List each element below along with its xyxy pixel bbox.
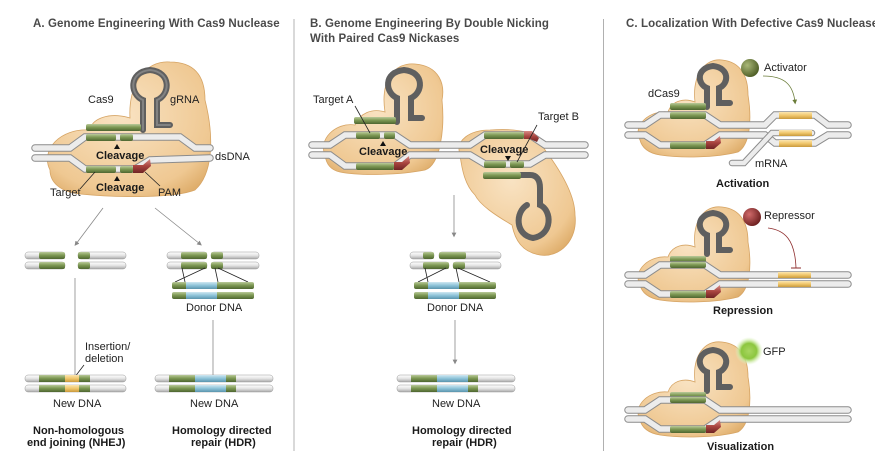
panel-b: B. Genome Engineering By Double Nicking …	[308, 18, 589, 449]
visualization-caption: Visualization	[707, 441, 774, 453]
hdr-caption-b-2: repair (HDR)	[432, 437, 497, 449]
pam-segment	[133, 159, 151, 173]
panel-a: A. Genome Engineering With Cas9 Nuclease…	[24, 18, 280, 449]
separator-bc	[603, 19, 604, 451]
visualization-diagram	[624, 337, 852, 438]
hdr-caption-a-2: repair (HDR)	[191, 437, 256, 449]
grna-icon	[696, 62, 733, 110]
panel-c: C. Localization With Defective Cas9 Nucl…	[624, 18, 875, 453]
activation-diagram	[624, 59, 852, 167]
cas9-label: Cas9	[88, 94, 114, 106]
new-dna-label-hdr-a: New DNA	[190, 398, 239, 410]
cleavage-marker-a	[380, 141, 386, 146]
dsdna-label: dsDNA	[215, 151, 251, 163]
cleavage-marker-b	[505, 156, 511, 161]
cleavage-label-top: Cleavage	[96, 150, 144, 162]
new-dna-label-b: New DNA	[432, 398, 481, 410]
arrow-to-nhej	[74, 207, 104, 246]
grna-spacer	[86, 124, 141, 131]
activation-caption: Activation	[716, 178, 769, 190]
donor-dna-a	[172, 282, 254, 299]
gfp-label: GFP	[763, 346, 786, 358]
repression-diagram	[624, 206, 852, 303]
repressor-label: Repressor	[764, 210, 815, 222]
hdr-new-dna-a	[154, 374, 274, 393]
hdr-broken-dna-b	[409, 251, 502, 283]
separator-ab	[293, 19, 295, 451]
cleavage-label-a: Cleavage	[359, 146, 407, 158]
target-label: Target	[50, 187, 81, 199]
grna-b-icon	[515, 172, 552, 242]
repressor-icon	[743, 208, 761, 226]
activator-label: Activator	[764, 62, 807, 74]
target-a-label: Target A	[313, 94, 354, 106]
grna-a-icon	[385, 66, 425, 125]
panel-a-title: A. Genome Engineering With Cas9 Nuclease	[33, 18, 280, 30]
panel-b-title-1: B. Genome Engineering By Double Nicking	[310, 18, 549, 30]
cleavage-label-b: Cleavage	[480, 144, 528, 156]
arrow-to-hdr	[154, 207, 202, 246]
donor-dna-label-a: Donor DNA	[186, 302, 243, 314]
panel-c-title: C. Localization With Defective Cas9 Nucl…	[626, 18, 875, 30]
activator-icon	[741, 59, 759, 77]
nhej-caption-1: Non-homologous	[33, 425, 124, 437]
cleavage-label-bottom: Cleavage	[96, 182, 144, 194]
panel-b-title-2: With Paired Cas9 Nickases	[310, 33, 459, 45]
target-segment	[86, 134, 116, 141]
hdr-caption-a-1: Homology directed	[172, 425, 272, 437]
donor-dna-b	[414, 282, 496, 299]
indel-label-1: Insertion/	[85, 341, 131, 353]
new-dna-label-nhej: New DNA	[53, 398, 102, 410]
indel-label-2: deletion	[85, 353, 124, 365]
grna-icon	[696, 346, 733, 394]
hdr-caption-b-1: Homology directed	[412, 425, 512, 437]
nhej-new-dna	[24, 374, 127, 393]
hdr-broken-dna	[166, 251, 260, 283]
target-segment	[86, 166, 116, 173]
cleavage-marker-top	[114, 144, 120, 149]
nhej-caption-2: end joining (NHEJ)	[27, 437, 126, 449]
donor-dna-label-b: Donor DNA	[427, 302, 484, 314]
nhej-broken-dna	[24, 251, 127, 270]
target-segment	[120, 166, 133, 173]
target-segment	[120, 134, 133, 141]
grna-icon	[696, 209, 733, 257]
repression-caption: Repression	[713, 305, 773, 317]
mrna-label: mRNA	[755, 158, 788, 170]
cleavage-marker-bottom	[114, 176, 120, 181]
dcas9-label: dCas9	[648, 88, 680, 100]
hdr-new-dna-b	[396, 374, 516, 393]
pam-label: PAM	[158, 187, 181, 199]
grna-label: gRNA	[170, 94, 200, 106]
gfp-icon	[735, 337, 763, 365]
target-b-label: Target B	[538, 111, 579, 123]
